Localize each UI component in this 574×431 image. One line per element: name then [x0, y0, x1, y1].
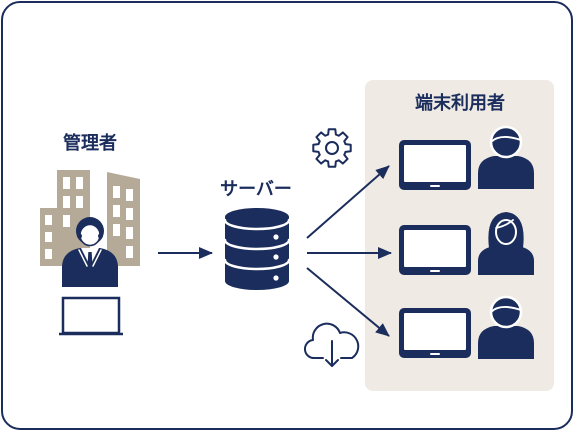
office-buildings-icon: [40, 170, 140, 266]
database-server-icon: [223, 208, 291, 290]
server-label: サーバー: [220, 179, 292, 200]
gear-icon: [312, 128, 352, 168]
user-male-icon: [478, 125, 534, 189]
admin-label: 管理者: [63, 132, 117, 154]
cloud-download-icon: [304, 322, 360, 367]
user-male-icon: [478, 295, 534, 359]
tablet-icon: [399, 140, 471, 190]
tablet-icon: [399, 225, 471, 275]
user-female-icon: [478, 212, 534, 275]
arrow-server-to-device-3: [306, 267, 390, 337]
computer-monitor-icon: [59, 296, 123, 336]
businessman-icon: [62, 217, 118, 287]
tablet-icon: [399, 308, 471, 358]
end-users-label: 端末利用者: [415, 92, 505, 114]
arrow-server-to-device-1: [306, 165, 390, 239]
